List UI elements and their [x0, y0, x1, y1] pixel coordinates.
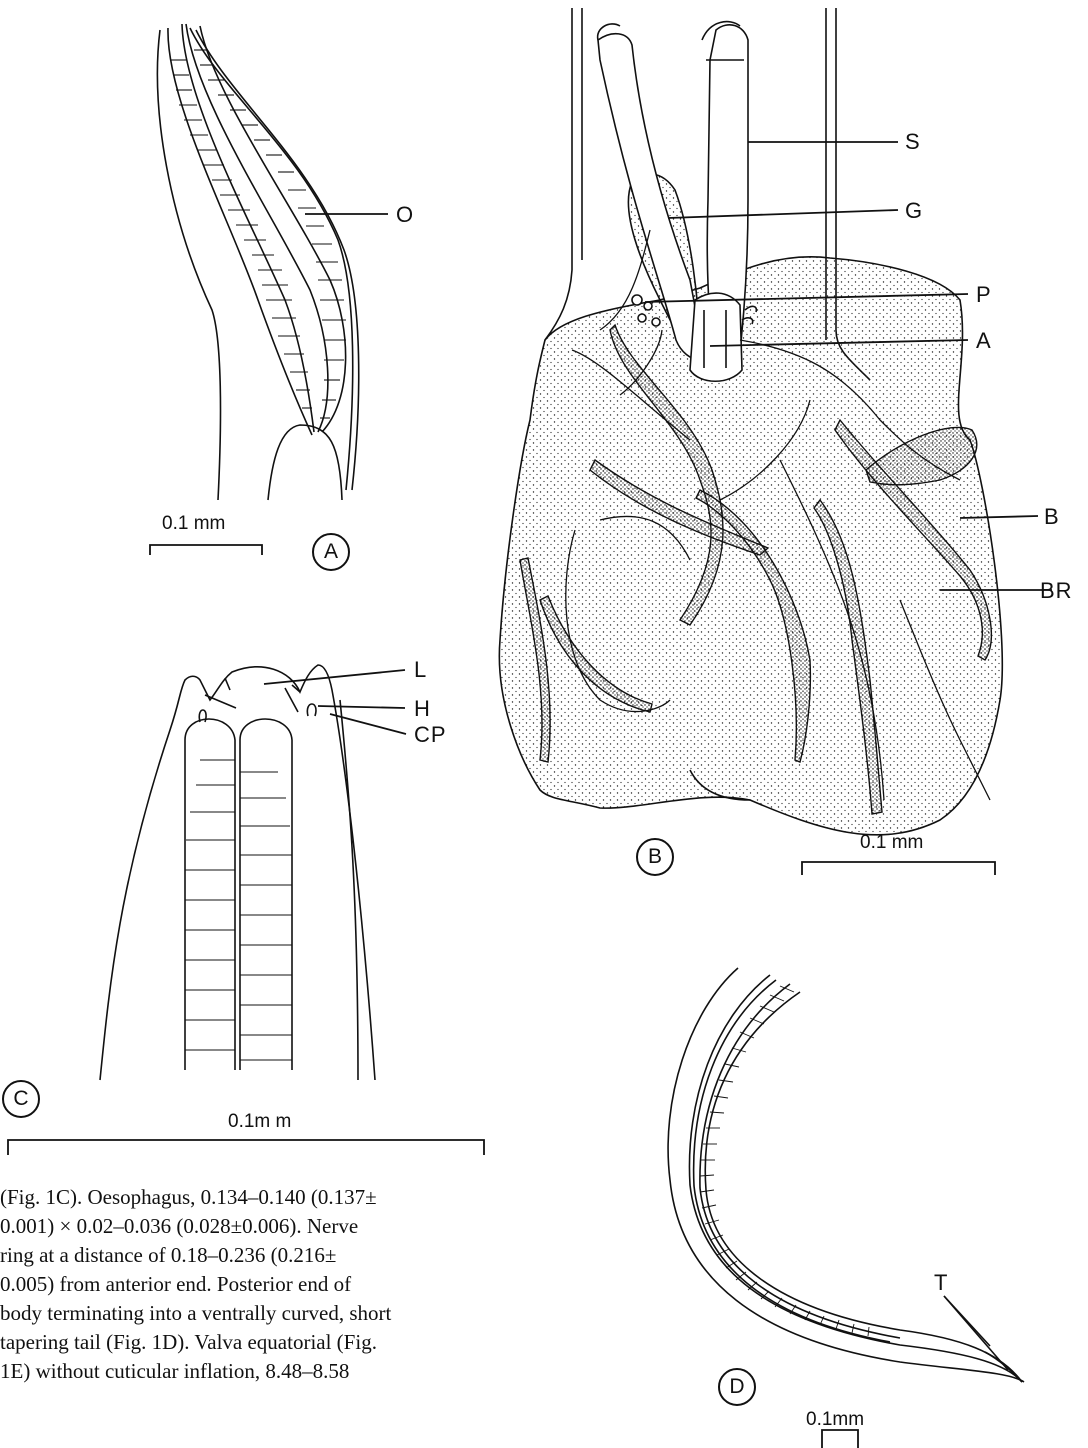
- callout-anus: A: [976, 330, 992, 352]
- body-text-line: (Fig. 1C). Oesophagus, 0.134–0.140 (0.13…: [0, 1183, 548, 1212]
- callout-spicule: S: [905, 131, 921, 153]
- callout-lip: L: [414, 659, 427, 681]
- panel-c-label: C: [2, 1080, 40, 1118]
- callout-bursa: B: [1044, 506, 1060, 528]
- body-text-line: ring at a distance of 0.18–0.236 (0.216±: [0, 1241, 548, 1270]
- body-text-line: 1E) without cuticular inflation, 8.48–8.…: [0, 1357, 548, 1386]
- panel-b-drawing: [499, 8, 1052, 875]
- callout-tail: T: [934, 1272, 948, 1294]
- callout-oesophagus: O: [396, 204, 414, 226]
- panel-b-scale-label: 0.1 mm: [860, 833, 923, 852]
- panel-d-label: D: [718, 1368, 756, 1406]
- panel-a-scale-label: 0.1 mm: [162, 514, 225, 533]
- callout-head: H: [414, 698, 431, 720]
- panel-c-drawing: [8, 665, 484, 1155]
- body-text-line: 0.005) from anterior end. Posterior end …: [0, 1270, 548, 1299]
- panel-c-scale-label: 0.1m m: [228, 1112, 291, 1131]
- panel-b-label: B: [636, 838, 674, 876]
- body-text-line: 0.001) × 0.02–0.036 (0.028±0.006). Nerve: [0, 1212, 548, 1241]
- panel-d-scale-label: 0.1mm: [806, 1410, 864, 1429]
- body-text-line: tapering tail (Fig. 1D). Valva equatoria…: [0, 1328, 548, 1357]
- body-text: (Fig. 1C). Oesophagus, 0.134–0.140 (0.13…: [0, 1183, 548, 1386]
- callout-cephalic-papilla: CP: [414, 724, 447, 746]
- callout-bursal-ray: BR: [1040, 580, 1073, 602]
- panel-a-label: A: [312, 533, 350, 571]
- callout-gubernaculum: G: [905, 200, 923, 222]
- panel-a-drawing: [150, 24, 388, 555]
- body-text-line: body terminating into a ventrally curved…: [0, 1299, 548, 1328]
- callout-papillae: P: [976, 284, 992, 306]
